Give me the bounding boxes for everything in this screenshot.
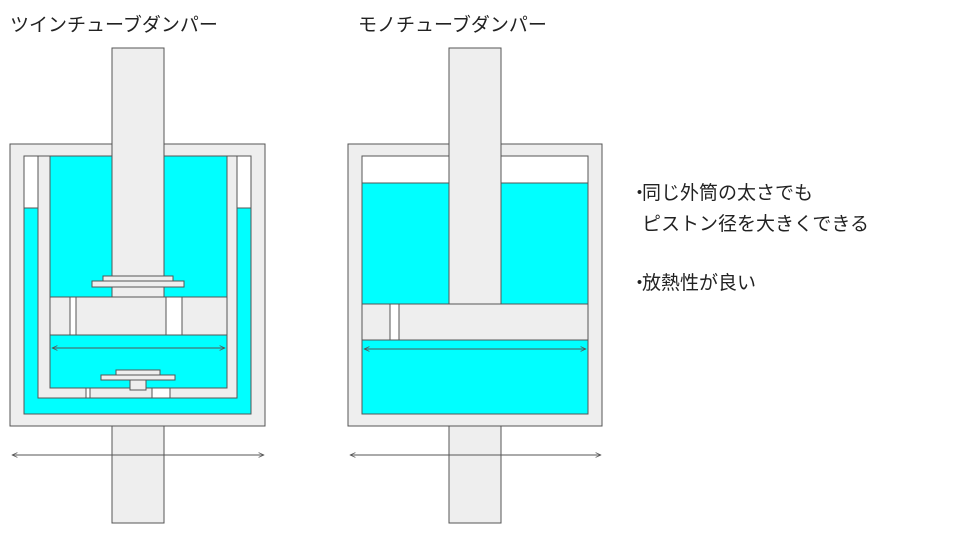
- bullet-marker: ・: [630, 272, 650, 294]
- mono-bottom-mount: [448, 425, 502, 524]
- twin-reserve-gas-right: [236, 155, 252, 209]
- twin-piston-valve-lower: [91, 280, 185, 288]
- twin-reserve-gas-left: [23, 155, 39, 209]
- twin-bottom-mount: [111, 425, 165, 524]
- twin-base-valve-port-left: [85, 387, 91, 399]
- twin-base-valve-cap: [115, 369, 161, 376]
- twin-base-valve-disc: [100, 374, 176, 381]
- mono-piston-rod: [448, 47, 502, 305]
- twin-piston-port-left: [69, 296, 77, 336]
- advantage-text-line: 同じ外筒の太さでも: [642, 182, 814, 204]
- advantage-item-piston-diameter: ・ 同じ外筒の太さでも: [630, 178, 869, 209]
- advantages-list: ・ 同じ外筒の太さでも ピストン径を大きくできる ・ 放熱性が良い: [630, 178, 869, 299]
- advantage-text-line: ピストン径を大きくできる: [642, 213, 870, 235]
- mono-tube-damper: [347, 47, 603, 524]
- twin-piston-valve-upper: [102, 275, 174, 282]
- mono-tube-damper-title: モノチューブダンパー: [358, 14, 547, 36]
- advantage-text-line: 放熱性が良い: [642, 272, 757, 294]
- advantage-item-heat-dissipation: ・ 放熱性が良い: [630, 268, 869, 299]
- advantage-item-piston-diameter-cont: ピストン径を大きくできる: [630, 209, 869, 240]
- twin-tube-damper-title: ツインチューブダンパー: [10, 14, 218, 36]
- twin-piston: [49, 296, 228, 336]
- twin-base-valve-port-right: [151, 387, 171, 399]
- twin-piston-port-right: [165, 296, 183, 336]
- twin-base-valve-stem: [129, 379, 147, 391]
- twin-piston-rod: [111, 47, 165, 298]
- twin-tube-damper: [9, 47, 266, 524]
- bullet-marker: ・: [630, 182, 650, 204]
- mono-piston-port: [389, 303, 400, 341]
- mono-lower-oil: [361, 339, 589, 415]
